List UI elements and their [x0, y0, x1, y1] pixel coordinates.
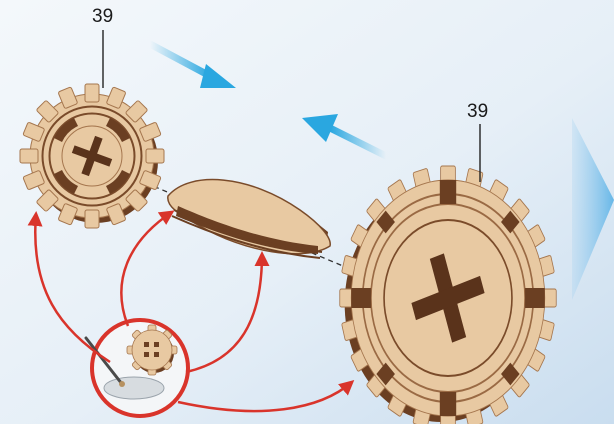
small-gear [127, 325, 177, 375]
gear-tooth [85, 84, 99, 102]
gear-tooth [20, 149, 38, 163]
gear-tooth [146, 149, 164, 163]
gear-right [340, 166, 556, 424]
gear-left [20, 84, 164, 228]
part-number-right: 39 [467, 101, 488, 123]
part-number-left: 39 [92, 6, 113, 28]
gear-tooth [85, 210, 99, 228]
